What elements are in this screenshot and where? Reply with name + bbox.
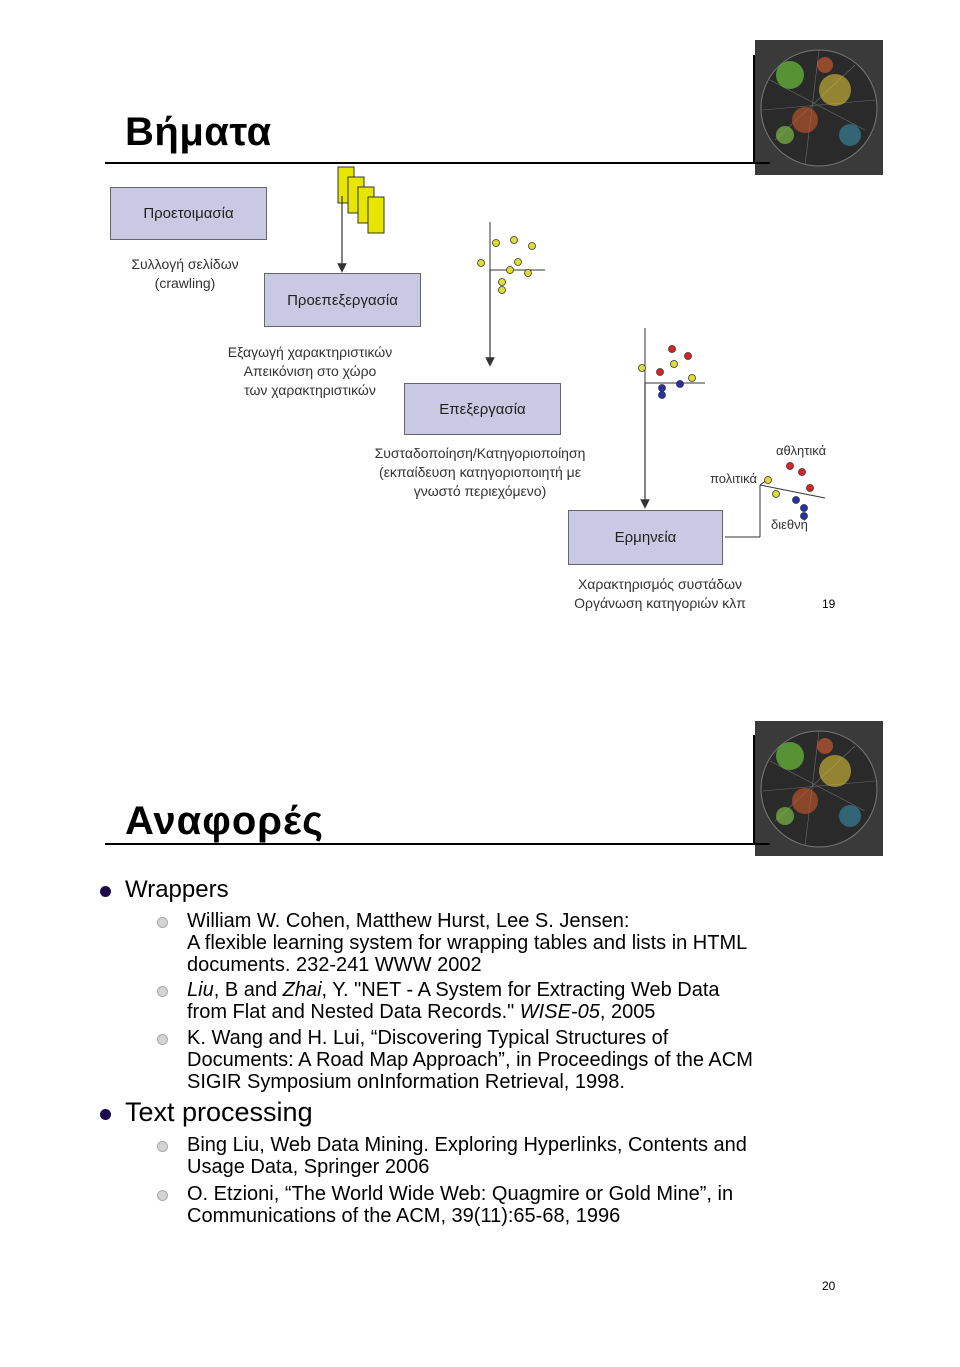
category-sports-label: αθλητικά — [776, 443, 826, 458]
page-number: 20 — [822, 1279, 835, 1293]
reference-item: William W. Cohen, Matthew Hurst, Lee S. … — [187, 910, 847, 976]
bullet-icon — [157, 1190, 168, 1201]
step-preprocess-box: Προεπεξεργασία — [264, 273, 421, 327]
scatter-preprocess-icon — [470, 230, 550, 295]
flow-arrows — [0, 0, 960, 660]
reference-item: K. Wang and H. Lui, “Discovering Typical… — [187, 1027, 847, 1093]
bullet-icon — [100, 886, 111, 897]
reference-item: O. Etzioni, “The World Wide Web: Quagmir… — [187, 1183, 847, 1227]
globe-network-icon — [755, 721, 883, 856]
bullet-icon — [157, 917, 168, 928]
step-interpret-box: Ερμηνεία — [568, 510, 723, 565]
scatter-clusters-icon — [760, 458, 830, 523]
crawling-label: Συλλογή σελίδων(crawling) — [115, 255, 255, 293]
step-process-box: Επεξεργασία — [404, 383, 561, 435]
slide-title: Αναφορές — [125, 799, 324, 844]
page-number: 19 — [822, 597, 835, 611]
slide-20: Αναφορές Wrappers William W. Cohen, Matt… — [0, 683, 960, 1343]
reference-item: Bing Liu, Web Data Mining. Exploring Hyp… — [187, 1134, 847, 1178]
section-text-processing: Text processing — [125, 1097, 313, 1128]
category-politics-label: πολιτικά — [710, 471, 757, 486]
category-international-label: διεθνή — [771, 517, 808, 532]
reference-item: Liu, B and Zhai, Y. "NET - A System for … — [187, 979, 847, 1023]
bullet-icon — [157, 1034, 168, 1045]
bullet-icon — [100, 1109, 111, 1120]
bullet-icon — [157, 1141, 168, 1152]
slide-19: Βήματα — [0, 0, 960, 660]
section-wrappers: Wrappers — [125, 876, 229, 904]
scatter-process-icon — [630, 340, 710, 402]
clustering-label: Συσταδοποίηση/Κατηγοριοποίηση(εκπαίδευση… — [360, 444, 600, 501]
header-rule-vertical — [753, 735, 755, 843]
bullet-icon — [157, 986, 168, 997]
step-prepare-box: Προετοιμασία — [110, 187, 267, 240]
